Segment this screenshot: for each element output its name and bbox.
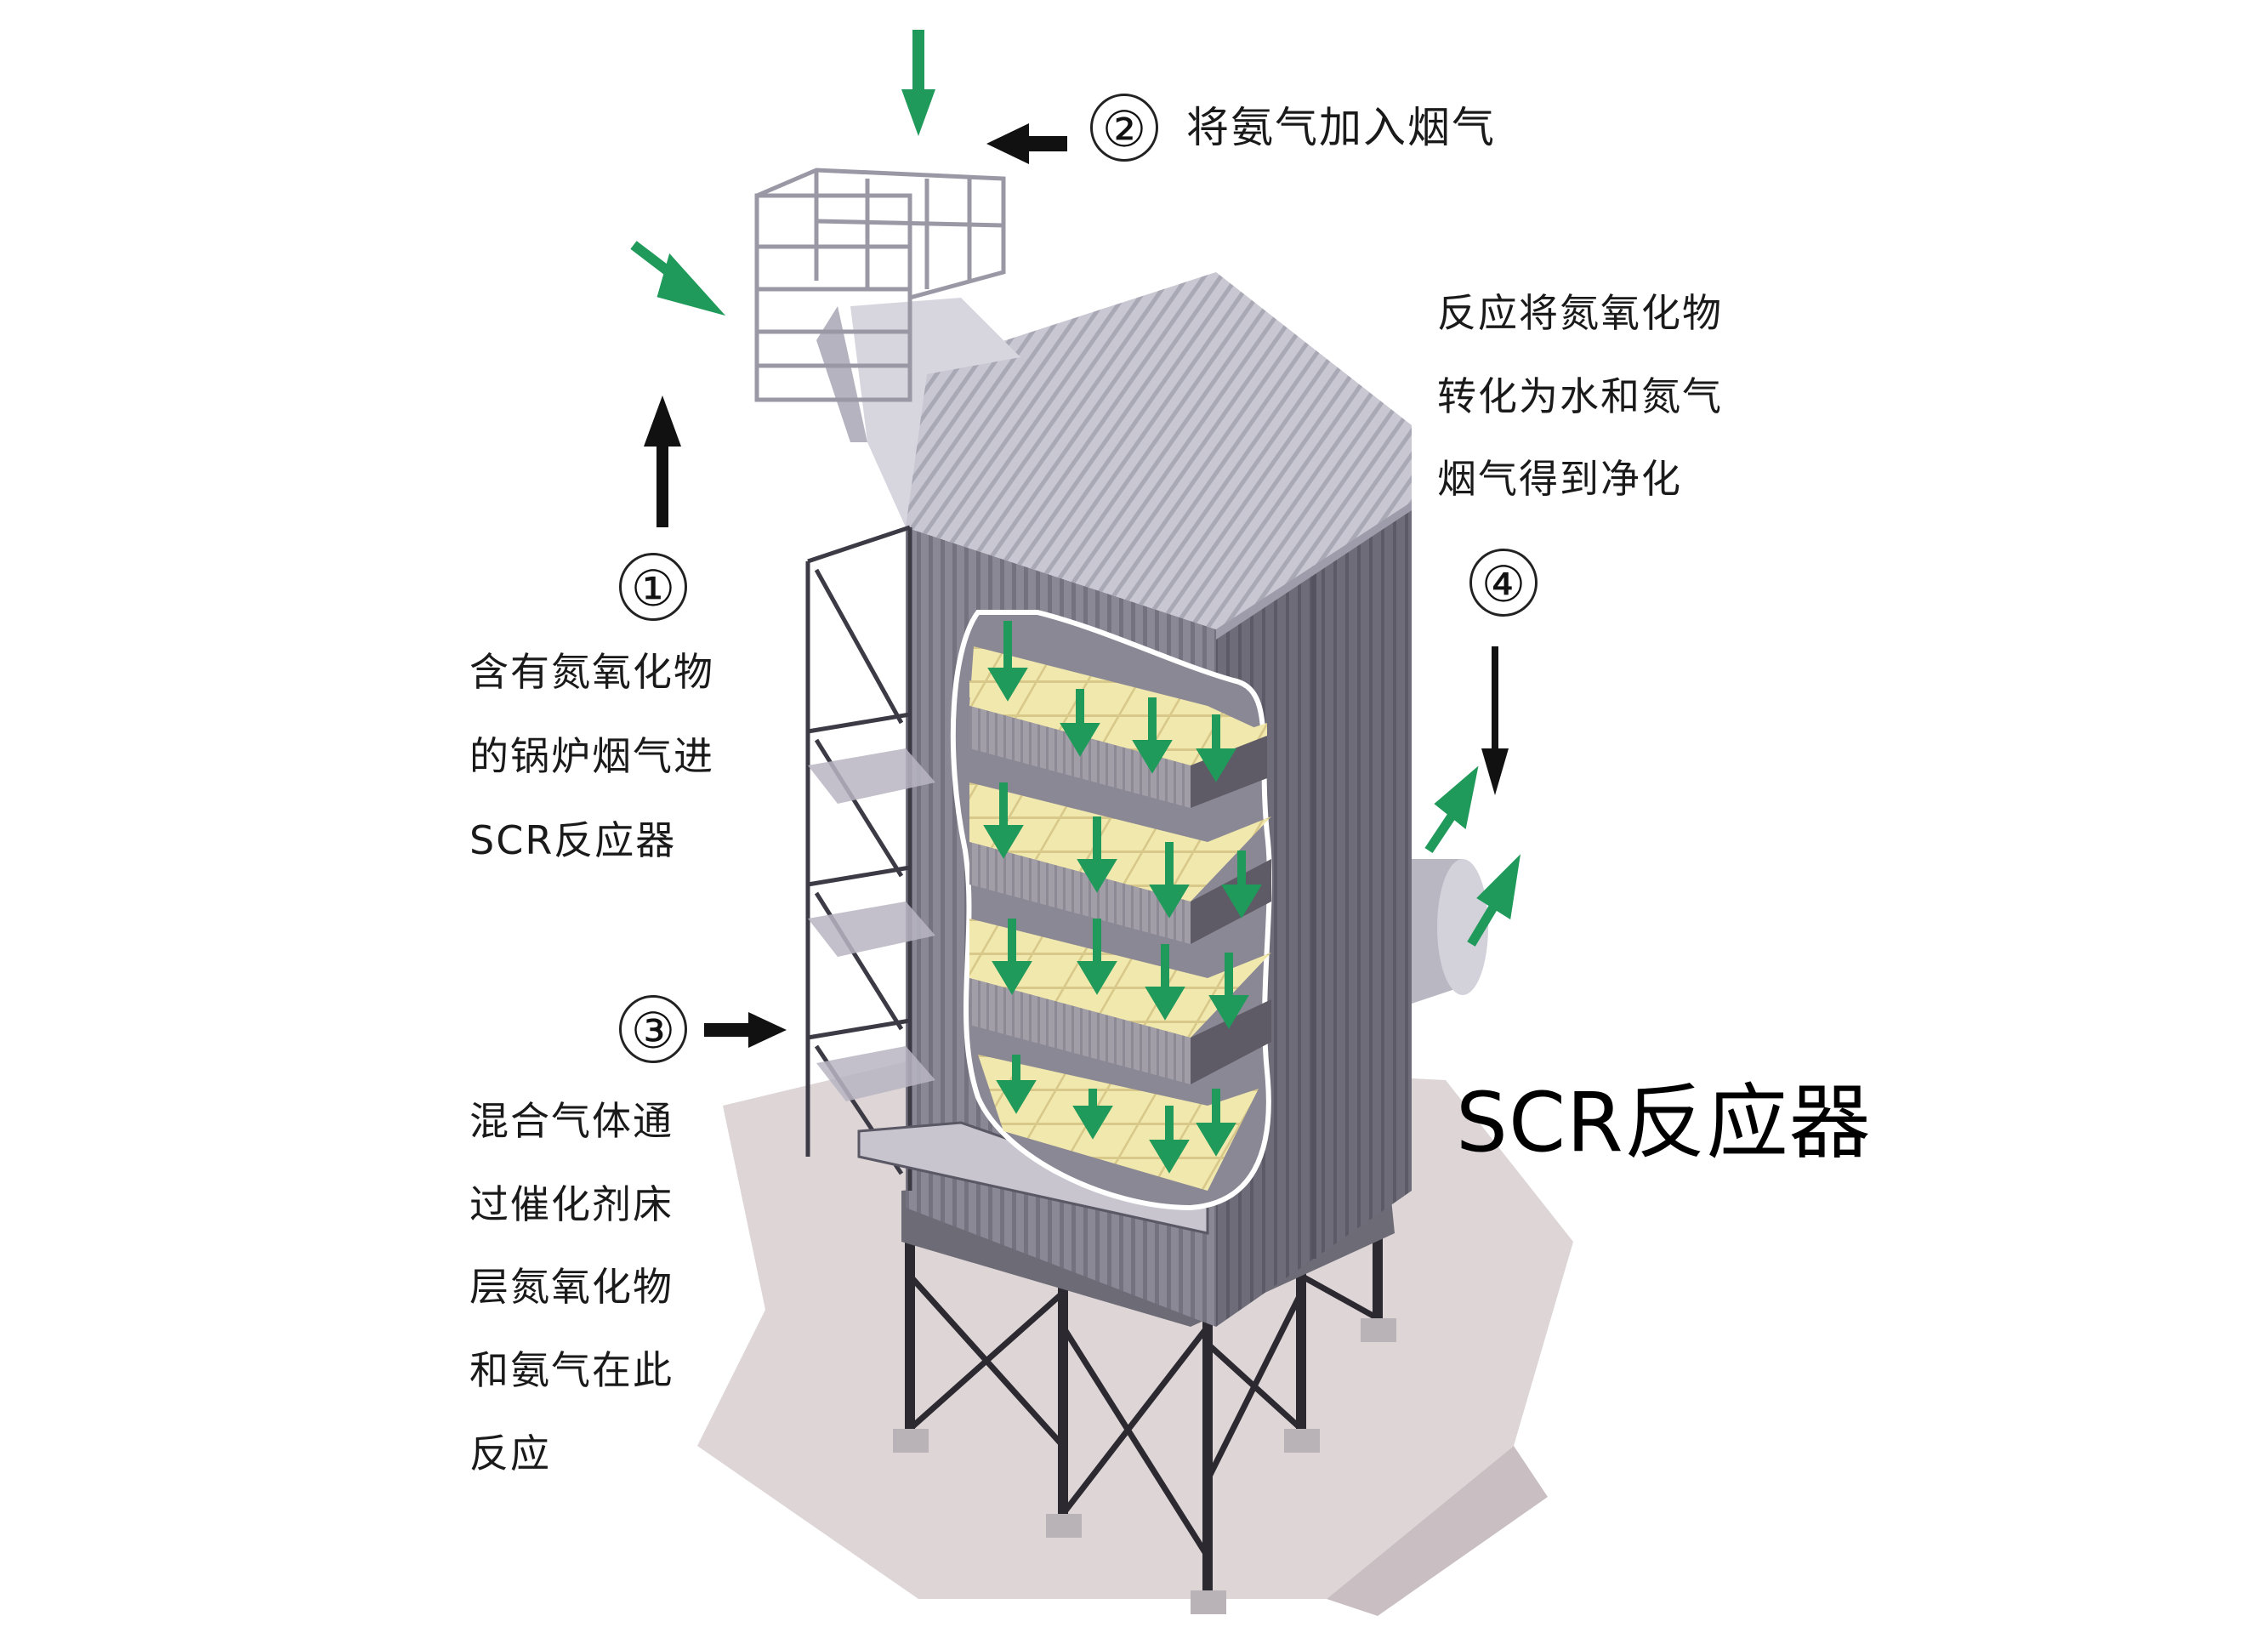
step-4-line-3: 烟气得到净化 xyxy=(1437,456,1682,502)
pointer-arrow-step1 xyxy=(644,395,681,527)
support-legs xyxy=(905,1208,1383,1599)
step-3-line-5: 反应 xyxy=(469,1431,551,1476)
flue-gas-inlet-arrow xyxy=(630,241,726,316)
diagram-title: SCR反应器 xyxy=(1456,1075,1872,1170)
stair-landings xyxy=(808,748,935,1101)
step-4-line-1: 反应将氮氧化物 xyxy=(1437,290,1723,336)
step-4-number: ④ xyxy=(1469,549,1538,617)
step-3-line-1: 混合气体通 xyxy=(469,1098,674,1144)
step-2-label: 将氨气加入烟气 xyxy=(1186,103,1496,152)
walkway-platform xyxy=(857,1121,1209,1235)
flow-arrows-catalyst xyxy=(983,621,1262,1174)
step-3-line-3: 层氮氧化物 xyxy=(469,1264,674,1310)
reactor-roof xyxy=(906,272,1412,629)
pointer-arrow-step2 xyxy=(986,123,1067,164)
ammonia-inlet-arrow xyxy=(901,30,935,136)
step-2-number: ② xyxy=(1090,94,1158,162)
step-3-line-4: 和氨气在此 xyxy=(469,1347,674,1393)
step-3-number: ③ xyxy=(619,995,687,1063)
step-1-line-3: SCR反应器 xyxy=(469,817,677,863)
ammonia-injection-grid xyxy=(754,168,1006,402)
step-4-line-2: 转化为水和氮气 xyxy=(1437,373,1723,419)
outlet-flow-arrows xyxy=(1424,765,1521,947)
step-3-line-2: 过催化剂床 xyxy=(469,1181,674,1227)
step-1-line-2: 的锅炉烟气进 xyxy=(469,733,714,779)
step-1-number: ① xyxy=(619,553,687,621)
pointer-arrow-step3 xyxy=(704,1012,787,1048)
catalyst-cutaway xyxy=(950,610,1272,1211)
leg-footings xyxy=(893,1318,1396,1614)
step-1-line-1: 含有氮氧化物 xyxy=(469,649,714,695)
pointer-arrow-step4 xyxy=(1481,646,1509,795)
inlet-duct xyxy=(850,298,1020,527)
